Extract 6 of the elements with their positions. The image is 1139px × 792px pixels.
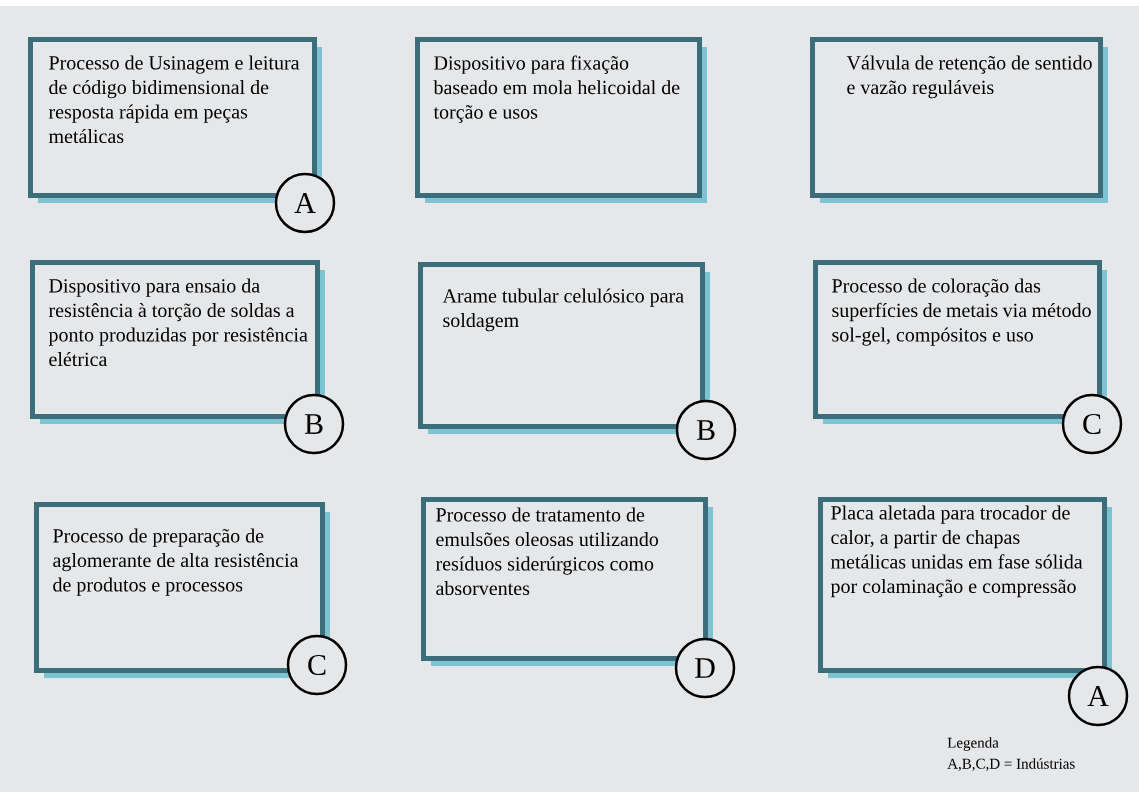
text-box: Válvula de retenção de sentido e vazão reguláveis <box>810 37 1108 203</box>
legend-text: Legenda <box>947 737 999 751</box>
node-label: A <box>1087 686 1109 706</box>
text-box: Placa aletada para trocador de calor, a partir de chapas metálicas unidas em fase sólida por colaminação e compressão <box>818 497 1112 678</box>
legend-text: A,B,C,D = Indústrias <box>947 758 1075 771</box>
text-box: Dispositivo para fixação baseado em mola helicoidal de torção e usos <box>415 37 707 203</box>
